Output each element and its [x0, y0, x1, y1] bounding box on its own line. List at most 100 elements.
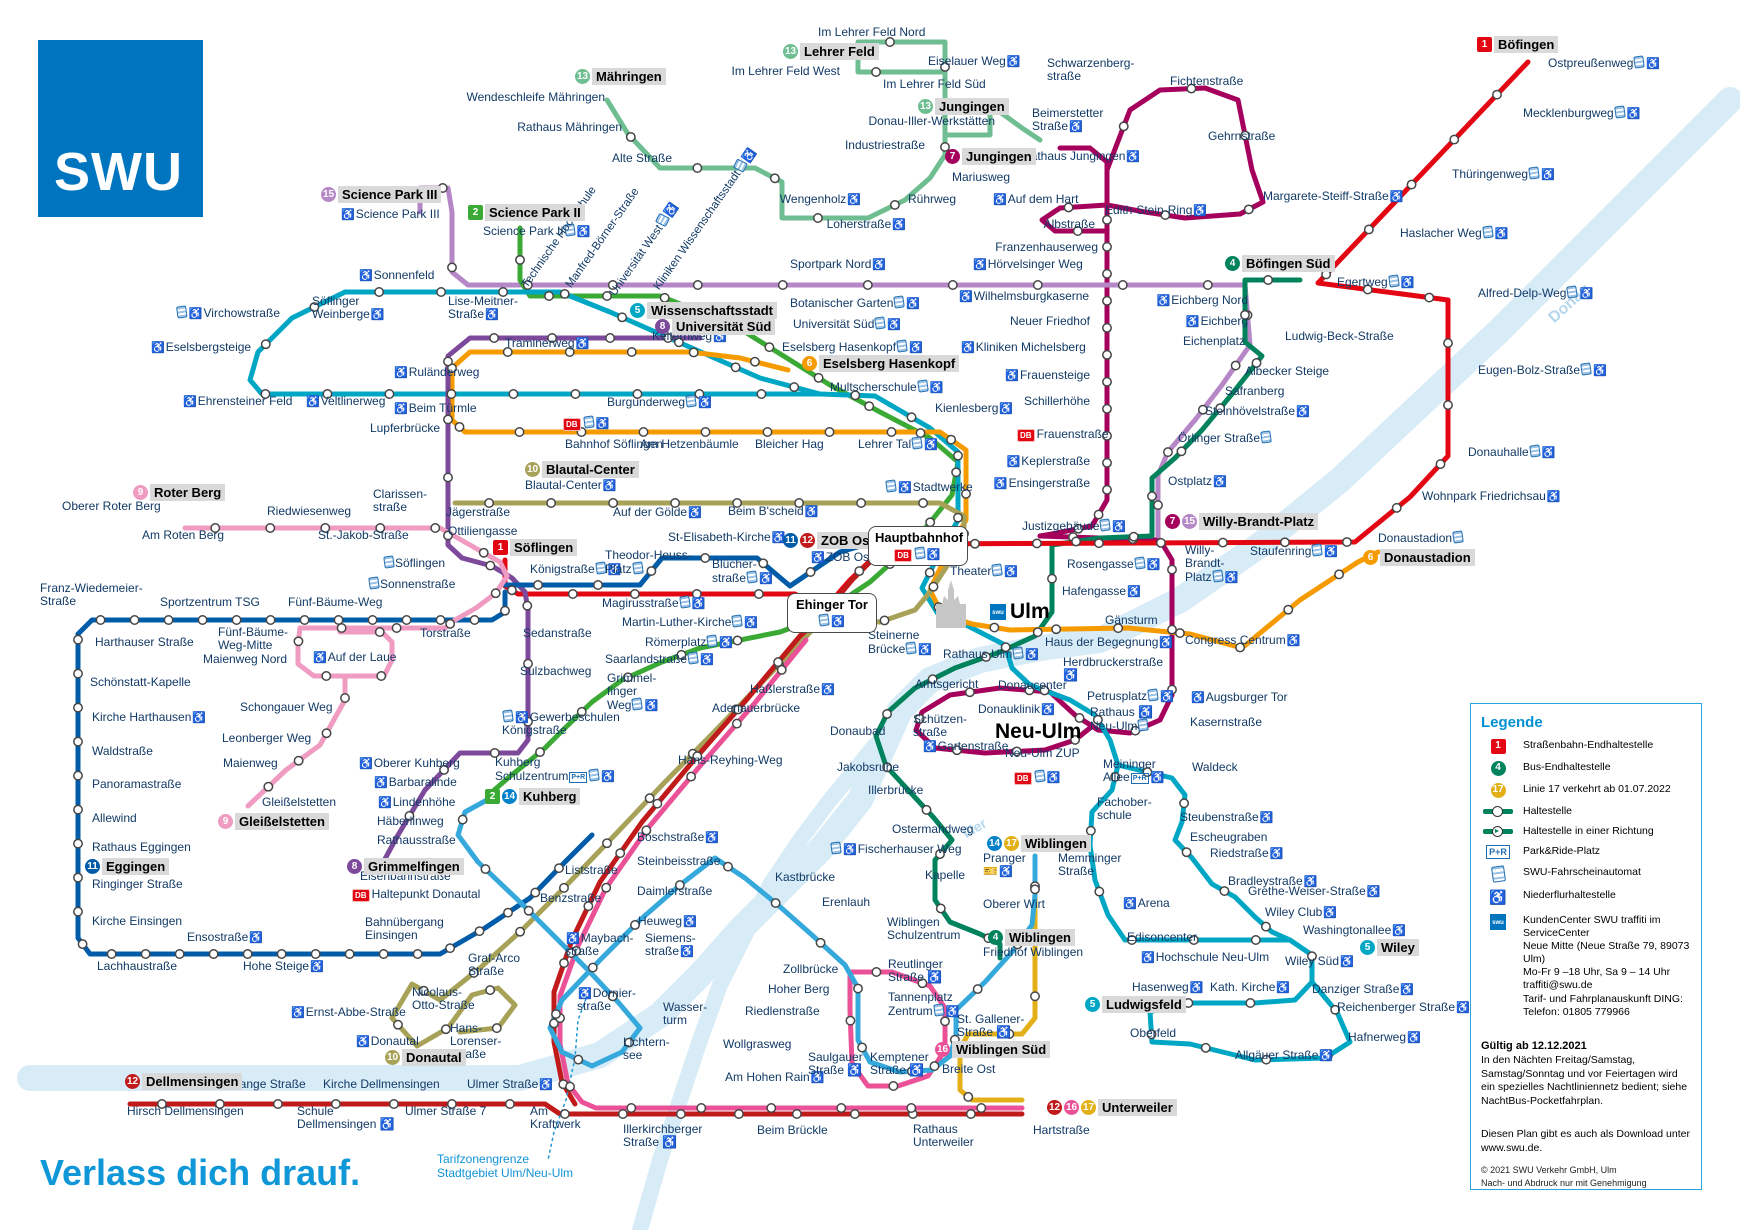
wheelchair-icon: ♿ [313, 652, 327, 664]
wheelchair-icon: ♿ [1546, 491, 1561, 503]
ticket-machine-icon [1147, 688, 1159, 702]
station-label: Schönstatt-Kapelle [90, 675, 191, 689]
station-label: ♿Veltlinerweg [306, 394, 386, 408]
line-5-chip: 5 [1085, 997, 1100, 1012]
station-label: Mecklenburgweg♿ [1523, 105, 1641, 120]
stop-marker [853, 983, 863, 994]
stop-marker [1128, 531, 1139, 542]
tariff-zone-note: Tarifzonengrenze Stadtgebiet Ulm/Neu-Ulm [437, 1152, 574, 1181]
stop-marker [652, 798, 663, 809]
station-label: ♿Eichberg Nord [1156, 293, 1248, 307]
stop-marker [1261, 1054, 1272, 1065]
station-label: Wohnpark Friedrichsau♿ [1422, 489, 1561, 503]
legend-item-label: Haltestelle [1523, 805, 1573, 817]
stop-marker [692, 163, 703, 173]
stop-marker [981, 652, 992, 662]
ticket-machine-icon [1482, 225, 1494, 239]
station-label: Erenlauh [822, 895, 871, 909]
stop-marker [849, 1062, 860, 1073]
stop-marker [1155, 537, 1166, 548]
stop-marker [260, 339, 271, 350]
station-label: Willy- Brandt- Platz♿ [1185, 543, 1239, 585]
station-label: Burgunderweg♿ [607, 394, 712, 409]
stop-marker [906, 412, 917, 423]
wheelchair-icon: ♿ [923, 741, 937, 753]
station-label: Sonnenstraße [368, 576, 455, 591]
terminus-label: Wiley [1377, 939, 1419, 956]
station-label: Nicolaus- Otto-Straße [412, 985, 475, 1013]
wheelchair-icon: ♿ [843, 844, 857, 856]
station-label: Wengenholz♿ [779, 192, 861, 206]
station-label: ♿Barbaralinde [374, 775, 457, 789]
stop-marker [336, 623, 347, 633]
station-label: ♿Kliniken Michelsberg [961, 340, 1086, 354]
wheelchair-icon: ♿ [1400, 984, 1415, 996]
stop-marker [1341, 537, 1352, 547]
station-label: Magirusstraße♿ [602, 595, 706, 610]
stop-marker [576, 706, 587, 717]
stop-marker [1435, 459, 1446, 470]
stop-marker [1322, 1051, 1333, 1062]
stop-marker [812, 213, 823, 223]
stop-marker [1126, 935, 1137, 945]
station-label: Gehrnstraße [1208, 129, 1276, 143]
stop-marker [1186, 83, 1197, 94]
stop-marker [1160, 210, 1171, 220]
stop-marker [391, 623, 402, 633]
stop-marker [769, 173, 780, 184]
stop-marker [1176, 446, 1187, 457]
station-label: Daimlerstraße [637, 884, 713, 898]
wheelchair-icon: ♿ [310, 961, 324, 973]
wheelchair-icon: ♿ [1189, 982, 1204, 994]
stop-marker [231, 615, 242, 625]
ticket-machine-icon [818, 612, 830, 627]
wheelchair-icon: ♿ [539, 1079, 554, 1091]
stop-marker [756, 389, 767, 399]
stop-marker [700, 427, 711, 437]
wheelchair-icon: ♿ [810, 1072, 825, 1084]
stop-marker [626, 347, 637, 357]
stop-marker [964, 687, 975, 698]
stop-marker [854, 566, 865, 577]
station-label: Söflingen [383, 555, 445, 570]
stop-marker [214, 1099, 225, 1109]
station-label: ♿Ernst-Abbe-Straße [291, 1005, 406, 1019]
stop-marker [773, 657, 784, 668]
wheelchair-icon: ♿ [356, 1036, 370, 1048]
stop-marker [439, 764, 449, 775]
stop-marker [299, 615, 310, 625]
wheelchair-icon: ♿ [1224, 572, 1239, 585]
stop-marker [445, 943, 456, 954]
station-label: ♿Donautal [356, 1034, 419, 1048]
stop-marker [601, 882, 612, 893]
station-label: ♿Auf der Laue [313, 650, 397, 664]
legend-item: ♿Niederflurhaltestelle [1481, 889, 1691, 907]
ticket-machine-icon [1137, 718, 1150, 732]
stop-marker [404, 811, 415, 821]
stop-marker [480, 864, 491, 875]
station-label: Rathaus Eggingen [92, 840, 191, 854]
station-label: ♿Virchowstraße [176, 305, 280, 320]
station-label: Rathausstraße [377, 833, 456, 847]
wheelchair-icon: ♿ [1259, 812, 1274, 824]
stop-marker [1174, 628, 1185, 638]
wheelchair-icon: ♿ [918, 644, 933, 657]
station-label: Leonberger Weg [222, 731, 312, 745]
stop-marker [927, 674, 938, 685]
stop-marker [321, 671, 332, 681]
stop-marker [1217, 537, 1228, 548]
wheelchair-icon: ♿ [515, 712, 529, 724]
station-label: Herdbruckerstraße ♿ [1063, 655, 1164, 683]
stop-marker [412, 949, 423, 959]
station-label: Hans-Reyhing-Weg [678, 753, 783, 767]
terminus-label: Unterweiler [1098, 1099, 1177, 1116]
station-label: Schule Dellmensingen ♿ [297, 1104, 395, 1132]
